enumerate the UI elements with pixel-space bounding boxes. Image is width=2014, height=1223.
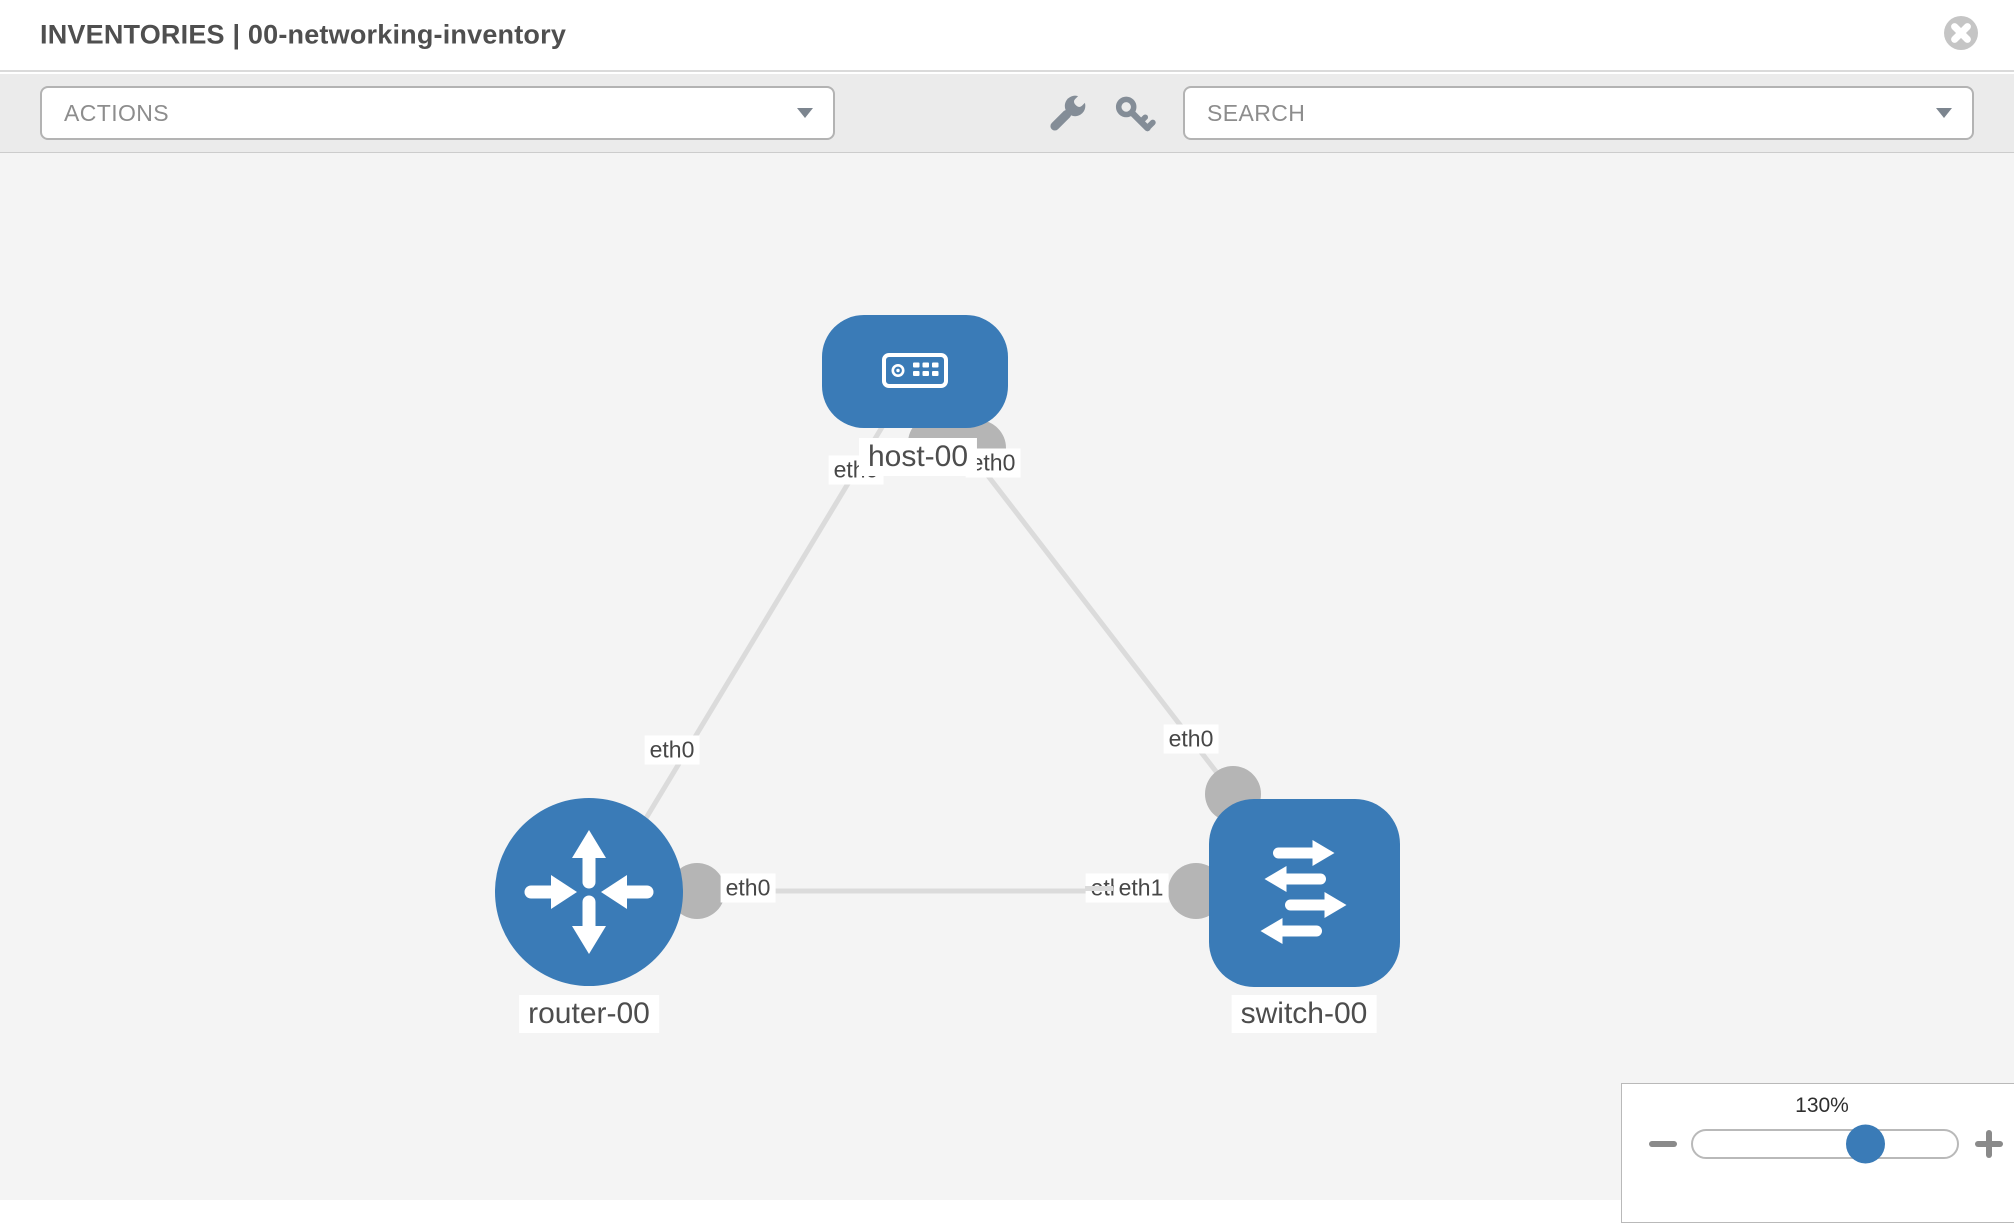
- zoom-level: 130%: [1795, 1094, 1849, 1117]
- server-icon: [882, 353, 948, 388]
- wrench-icon: [1050, 93, 1088, 131]
- link-segment-overlay: [1085, 886, 1113, 891]
- chevron-down-icon: [1936, 108, 1952, 118]
- topology-canvas[interactable]: eth0 eth0 eth0 eth0 eth0 eth0 eth1 host-…: [0, 153, 2014, 1200]
- iface-label-router-to-host: eth0: [644, 735, 700, 765]
- close-icon: [1944, 16, 1978, 50]
- zoom-slider-thumb[interactable]: [1846, 1124, 1885, 1164]
- switch-icon: [1260, 840, 1347, 944]
- actions-dropdown[interactable]: ACTIONS: [40, 86, 835, 140]
- iface-label-switch-to-host: eth0: [1163, 724, 1219, 754]
- zoom-out-button[interactable]: [1648, 1122, 1678, 1166]
- zoom-control-panel: 130%: [1621, 1083, 2014, 1223]
- topology-svg: [495, 315, 1400, 987]
- endpoint-router-right: [669, 863, 725, 919]
- node-label-router: router-00: [519, 995, 659, 1033]
- search-dropdown-label: SEARCH: [1207, 99, 1306, 126]
- plus-icon-vbar: [1986, 1130, 1992, 1158]
- node-label-host: host-00: [858, 438, 978, 476]
- zoom-slider-track[interactable]: [1691, 1124, 1959, 1164]
- zoom-in-button[interactable]: [1974, 1122, 2004, 1166]
- node-host-00[interactable]: [822, 315, 1008, 428]
- wrench-button[interactable]: [1044, 93, 1088, 137]
- node-switch-00[interactable]: [1209, 799, 1400, 987]
- minus-icon: [1649, 1141, 1677, 1147]
- links: [625, 407, 1250, 894]
- key-button[interactable]: [1113, 93, 1157, 137]
- node-label-switch: switch-00: [1231, 995, 1377, 1033]
- actions-dropdown-label: ACTIONS: [64, 99, 170, 126]
- page-title: INVENTORIES | 00-networking-inventory: [40, 19, 567, 50]
- node-router-00[interactable]: [495, 798, 683, 986]
- search-dropdown[interactable]: SEARCH: [1183, 86, 1974, 140]
- interface-endpoints: [669, 415, 1261, 919]
- chevron-down-icon: [797, 108, 813, 118]
- close-button[interactable]: [1941, 13, 1981, 53]
- iface-label-switch-to-router: eth1: [1113, 873, 1169, 903]
- key-icon: [1115, 96, 1156, 132]
- iface-label-router-to-switch: eth0: [720, 873, 776, 903]
- header: INVENTORIES | 00-networking-inventory: [0, 0, 2014, 72]
- router-icon: [524, 830, 654, 954]
